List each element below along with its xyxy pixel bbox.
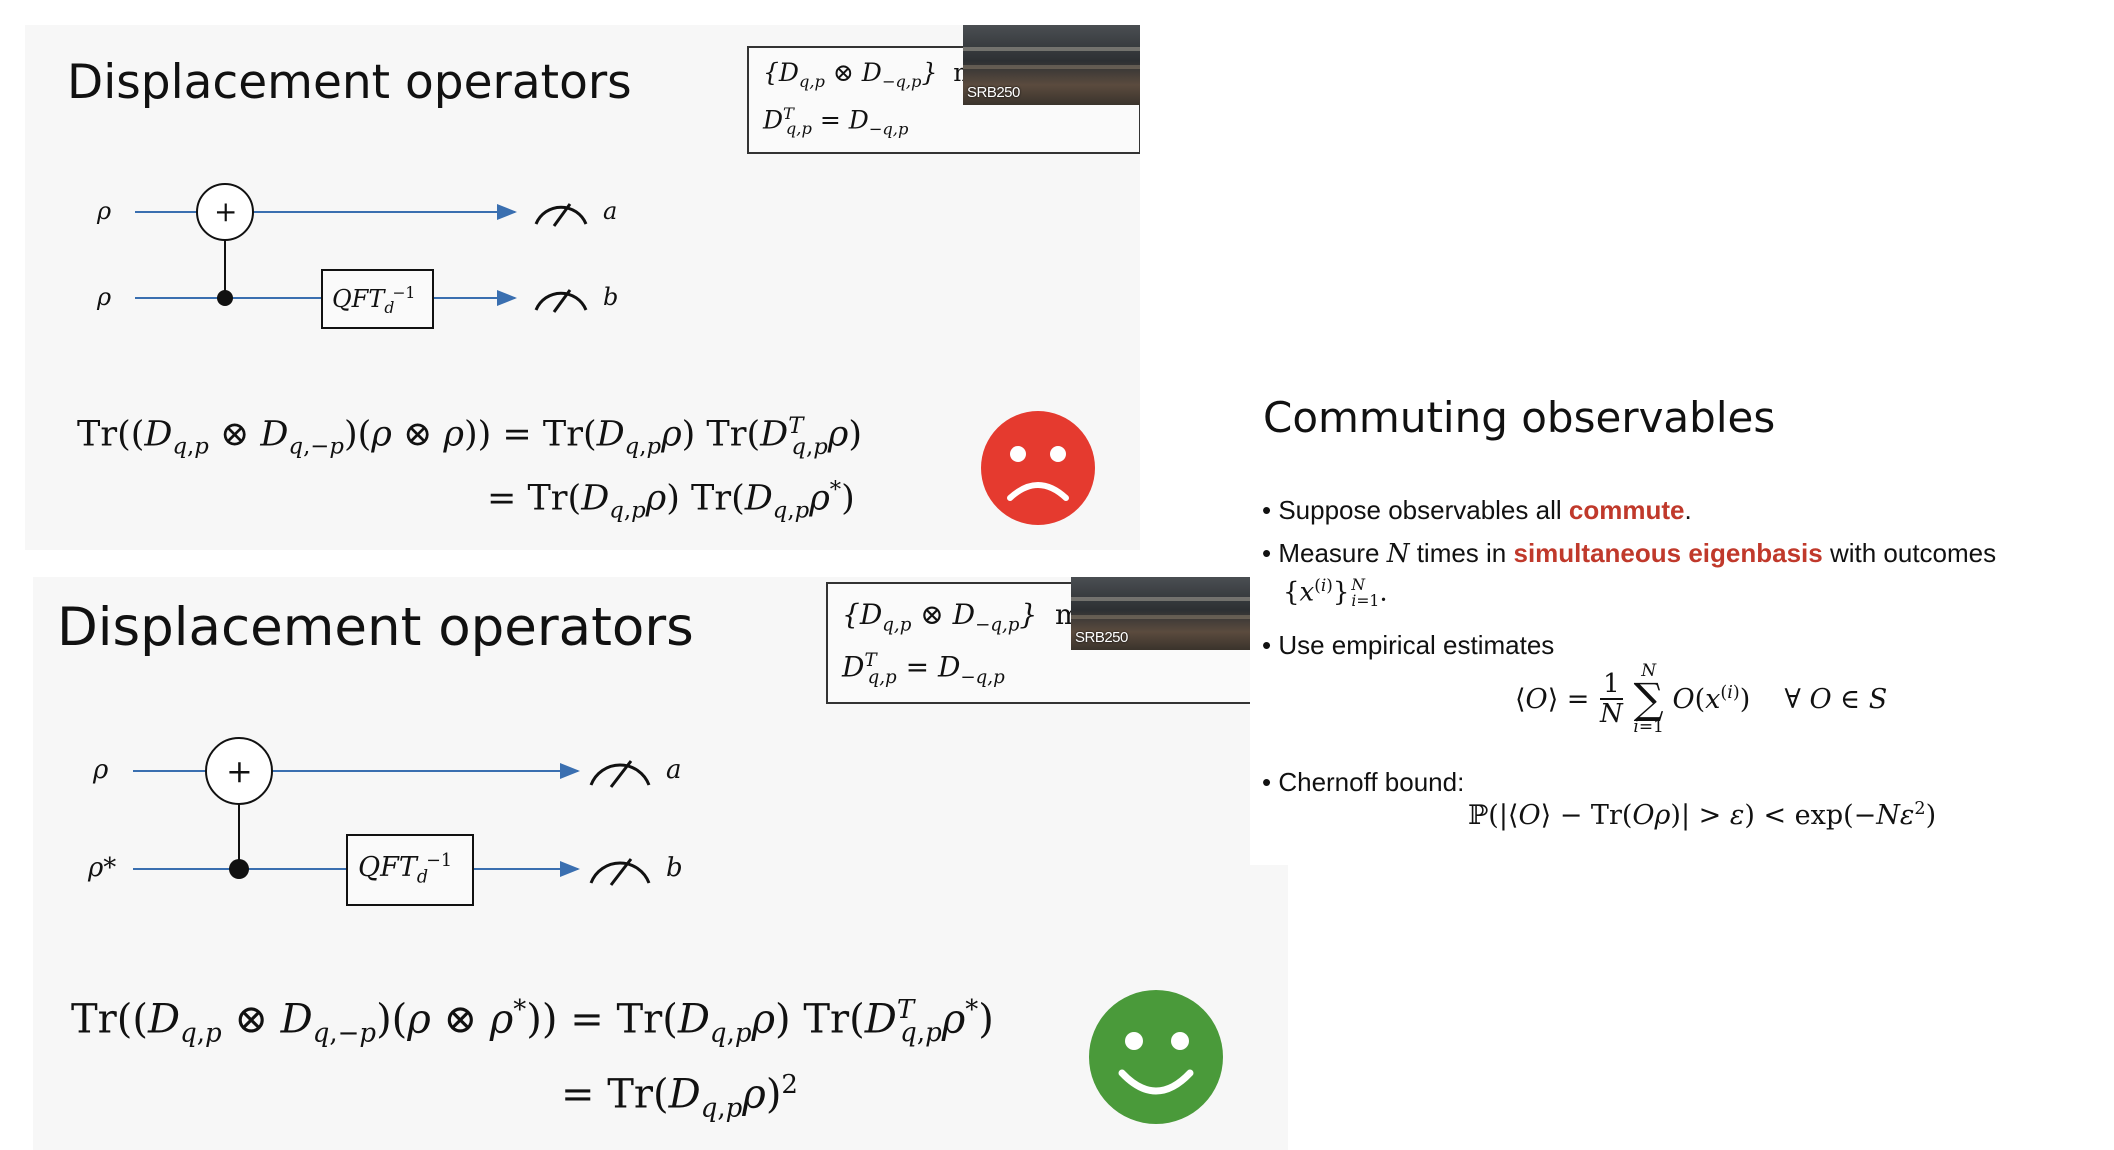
webcam-label: SRB250 <box>967 84 1020 101</box>
quantum-circuit <box>133 737 651 906</box>
output-label-top: a <box>603 197 618 225</box>
bullet-estimates: • Use empirical estimates <box>1262 630 1555 660</box>
meter-icon-bottom <box>589 858 651 886</box>
qft-gate-label: QFTd−1 <box>358 851 452 888</box>
qft-gate-label: QFTd−1 <box>332 284 416 317</box>
output-label-bottom: b <box>666 853 683 883</box>
webcam-thumbnail: SRB250 <box>963 25 1140 105</box>
note-line-transpose: DTq,p = D−q,p <box>842 650 1005 688</box>
equation-line-1: Tr((Dq,p ⊗ Dq,−p)(ρ ⊗ ρ)) = Tr(Dq,pρ) Tr… <box>77 413 863 460</box>
note-line-transpose: DTq,p = D−q,p <box>763 104 909 139</box>
qft-gate-box <box>321 269 434 329</box>
equation-line-2: = Tr(Dq,pρ) Tr(Dq,pρ*) <box>487 477 855 524</box>
slide-title: Commuting observables <box>1263 393 1776 442</box>
bullet-measure: • Measure N times in simultaneous eigenb… <box>1262 538 1997 569</box>
control-dot <box>229 859 249 879</box>
slide-title: Displacement operators <box>67 55 632 110</box>
webcam-label: SRB250 <box>1075 629 1128 646</box>
equation-line-2: = Tr(Dq,pρ)2 <box>561 1070 798 1124</box>
input-label-top: ρ <box>97 197 112 225</box>
slide-bottom-left: Displacement operators {Dq,p ⊗ D−q,p} m … <box>33 577 1288 1150</box>
meter-icon-top <box>589 760 651 788</box>
plus-symbol: + <box>214 195 238 228</box>
equation-line-1: Tr((Dq,p ⊗ Dq,−p)(ρ ⊗ ρ*)) = Tr(Dq,pρ) T… <box>71 995 994 1049</box>
input-label-bottom: ρ* <box>88 853 117 883</box>
happy-face-icon <box>1089 990 1223 1124</box>
slide-top-left: Displacement operators {Dq,p ⊗ D−q,p} m … <box>25 25 1140 550</box>
input-label-top: ρ <box>93 755 109 785</box>
bullet-commute: • Suppose observables all commute. <box>1262 495 1692 525</box>
plus-symbol: + <box>226 752 253 790</box>
slide-title: Displacement operators <box>57 597 694 658</box>
note-line-set: {Dq,p ⊗ D−q,p} m <box>842 598 1082 636</box>
slide-right: Commuting observables • Suppose observab… <box>1250 385 2114 865</box>
output-label-top: a <box>666 755 682 785</box>
quantum-circuit <box>135 183 588 329</box>
control-dot <box>217 290 233 306</box>
input-label-bottom: ρ <box>97 283 112 311</box>
meter-icon-top <box>534 203 588 227</box>
sad-face-icon <box>981 411 1095 525</box>
target-gate <box>205 737 273 805</box>
chernoff-formula: ℙ(|⟨O⟩ − Tr(Oρ)| > ε) < exp(−Nε2) <box>1468 799 1937 831</box>
qft-gate-box <box>346 834 474 906</box>
output-label-bottom: b <box>603 283 619 311</box>
meter-icon-bottom <box>534 289 588 313</box>
note-line-set: {Dq,p ⊗ D−q,p} m <box>763 58 977 91</box>
bullet-chernoff: • Chernoff bound: <box>1262 767 1465 797</box>
target-gate <box>196 183 254 241</box>
